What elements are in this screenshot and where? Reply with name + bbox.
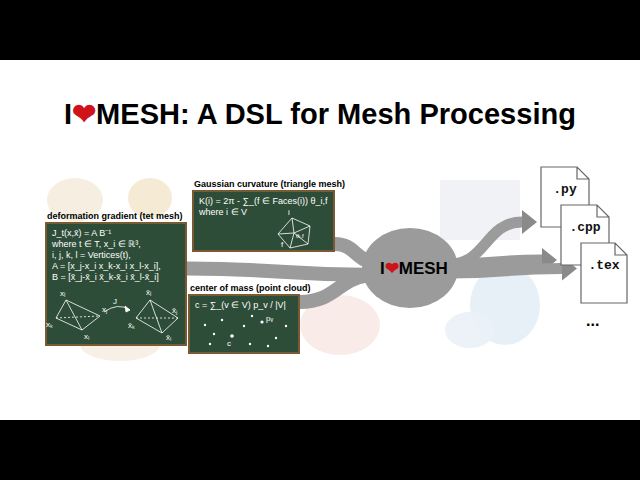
math-label: xₗ	[84, 332, 89, 341]
math-label: x̄ₖ	[128, 321, 135, 330]
triangle-fan	[278, 218, 310, 248]
math-label: θᵢ,f	[296, 233, 304, 240]
formula-line: K(i) = 2π - ∑_(f ∈ Faces(i)) θ_i,f	[199, 196, 328, 207]
chalkboard: Gaussian curvature (triangle mesh)K(i) =…	[192, 190, 335, 252]
hub-text: I❤MESH	[380, 259, 448, 278]
output-file: .tex	[580, 242, 628, 304]
formula-line: i, j, k, l = Vertices(t),	[52, 250, 180, 261]
board-heading: deformation gradient (tet mesh)	[47, 211, 183, 221]
math-label: xₖ	[46, 320, 53, 329]
flow-arrow	[300, 275, 376, 302]
math-label: x̄ⱼ	[172, 306, 177, 315]
ellipsis-mark: ...	[586, 312, 599, 329]
flow-arrow	[187, 269, 376, 276]
formula-line: J_t(x,x̄) = A B⁻¹	[52, 228, 180, 239]
math-label: J	[113, 297, 117, 306]
chalkboard: deformation gradient (tet mesh)J_t(x,x̄)…	[45, 222, 187, 346]
math-label: pᵥ	[266, 314, 273, 323]
board-heading: Gaussian curvature (triangle mesh)	[194, 179, 345, 189]
math-label: c	[227, 339, 231, 348]
formula-line: where i ∈ V	[199, 207, 328, 218]
math-label: f	[281, 240, 283, 249]
point-cloud	[204, 315, 287, 347]
slide-title: I❤MESH: A DSL for Mesh Processing	[0, 97, 640, 131]
formula-line: c = ∑_(v ∈ V) p_v / |V|	[195, 300, 293, 311]
file-extension: .tex	[580, 242, 628, 273]
math-label: x̄ᵢ	[146, 288, 151, 297]
tet-sketch	[56, 300, 178, 333]
file-extension: .py	[540, 166, 590, 197]
file-icon	[580, 242, 628, 304]
math-label: i	[288, 208, 290, 217]
board-heading: center of mass (point cloud)	[190, 283, 311, 293]
file-extension: .cpp	[560, 204, 610, 235]
flow-arrow	[450, 257, 577, 281]
chalkboard: center of mass (point cloud)c = ∑_(v ∈ V…	[188, 294, 300, 354]
formula-line: B = [x̄_j-x̄_i x̄_k-x̄_i x̄_l-x̄_i]	[52, 272, 180, 283]
hub-label: I❤MESH	[378, 256, 450, 281]
math-label: x̄ₗ	[166, 333, 171, 342]
math-label: xⱼ	[102, 305, 107, 314]
formula-line: A = [x_j-x_i x_k-x_i x_l-x_i],	[52, 261, 180, 272]
formula-line: where t ∈ T, x_i ∈ ℝ³,	[52, 239, 180, 250]
flow-arrow	[335, 244, 376, 262]
letterbox-bar	[0, 420, 640, 480]
hub-blob	[362, 228, 458, 308]
math-label: xᵢ	[60, 289, 65, 298]
letterbox-bar	[0, 0, 640, 60]
